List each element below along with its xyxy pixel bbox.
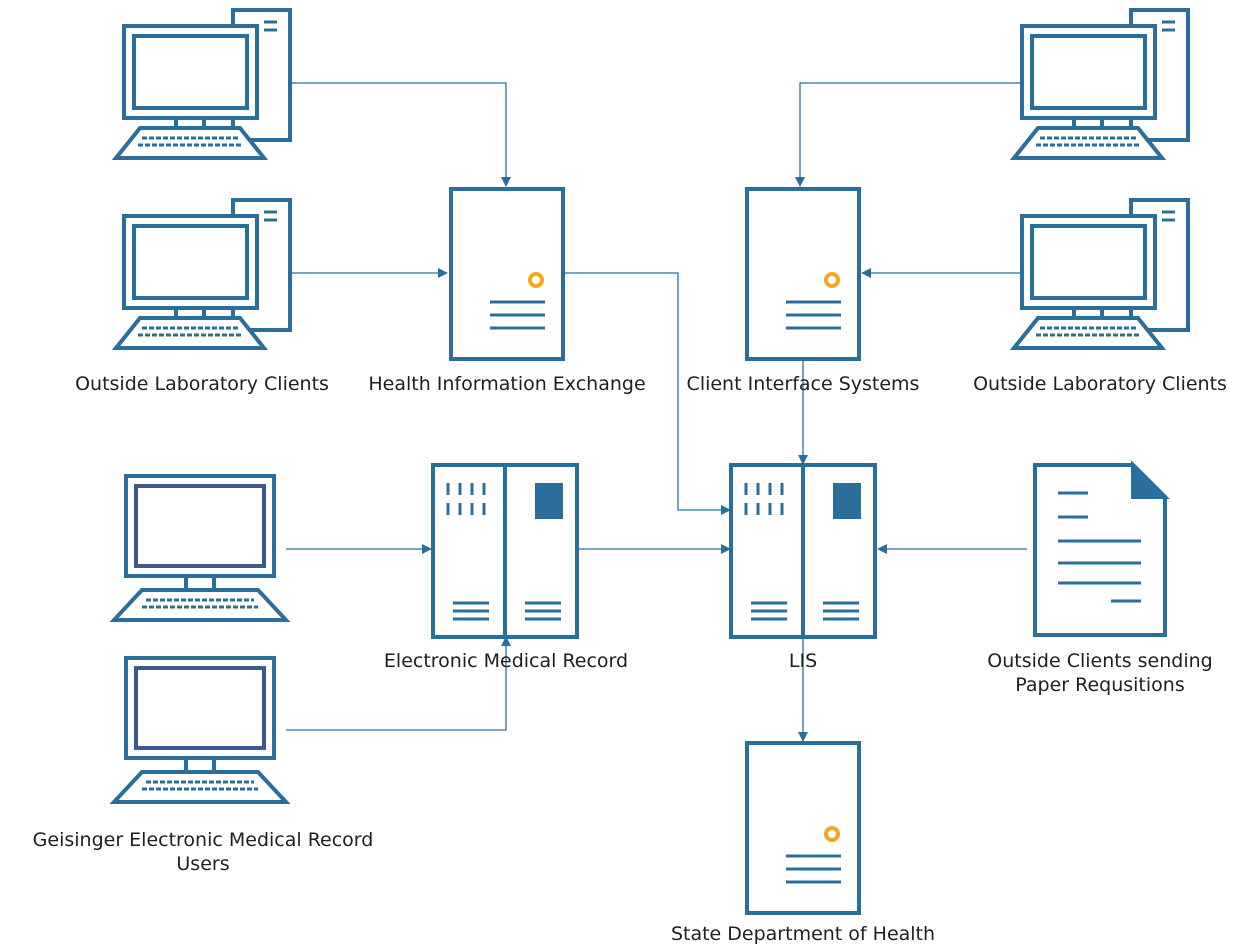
label-outside-lab-clients-right: Outside Laboratory Clients — [973, 373, 1227, 395]
label-paper-line2: Paper Requsitions — [1015, 674, 1185, 696]
label-client-interface-systems: Client Interface Systems — [686, 373, 920, 395]
edge-emr-users-2-to-emr — [286, 636, 511, 731]
label-geisinger-emr-users: Geisinger Electronic Medical Record User… — [33, 828, 374, 876]
edge-hie-to-lis — [565, 272, 731, 515]
workstation-tower-icon — [1009, 8, 1190, 160]
connectors — [286, 82, 1027, 742]
workstation-tower-icon — [1009, 198, 1190, 350]
mainframe-icon — [431, 463, 579, 639]
workstation-tower-icon — [111, 198, 292, 350]
label-health-information-exchange: Health Information Exchange — [368, 373, 646, 395]
server-icon — [745, 187, 861, 361]
label-paper-line1: Outside Clients sending — [987, 650, 1213, 672]
workstation-tower-icon — [111, 8, 292, 160]
label-emr-users-line2: Users — [176, 853, 230, 875]
label-electronic-medical-record: Electronic Medical Record — [383, 650, 629, 672]
label-emr-users-line1: Geisinger Electronic Medical Record — [32, 829, 374, 851]
monitor-icon — [109, 474, 291, 622]
server-icon — [745, 741, 861, 915]
document-icon — [1033, 460, 1170, 637]
mainframe-icon — [729, 463, 877, 639]
label-lis: LIS — [788, 650, 818, 672]
edge-clients-top-left-to-hie — [292, 82, 511, 187]
monitor-icon — [109, 656, 291, 804]
label-paper-requisitions: Outside Clients sending Paper Requsition… — [987, 649, 1212, 697]
label-outside-lab-clients-left: Outside Laboratory Clients — [75, 373, 329, 395]
label-state-department-of-health: State Department of Health — [670, 923, 936, 945]
server-icon — [449, 187, 565, 361]
edge-clients-top-right-to-cis — [795, 82, 1021, 187]
